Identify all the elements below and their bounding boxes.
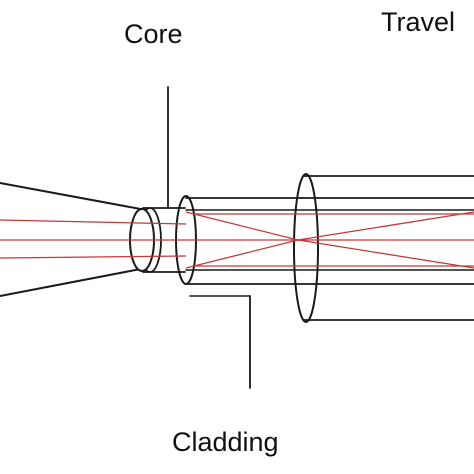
ray-lower-in <box>0 255 187 259</box>
ray-up-1 <box>185 239 299 269</box>
ray-down-1 <box>185 211 299 241</box>
input-cone-upper-line <box>0 182 147 211</box>
ray-up-2 <box>297 211 474 241</box>
outer-jacket-end-face <box>293 173 319 323</box>
ray-upper-in <box>0 219 187 225</box>
core-label: Core <box>124 19 183 49</box>
diagram-outline <box>0 86 474 389</box>
cladding-label: Cladding <box>172 427 279 457</box>
light-rays <box>0 211 474 269</box>
ray-down-2 <box>297 239 474 269</box>
traveling-label: Travel <box>381 7 456 37</box>
input-cone-lower-line <box>0 267 147 297</box>
